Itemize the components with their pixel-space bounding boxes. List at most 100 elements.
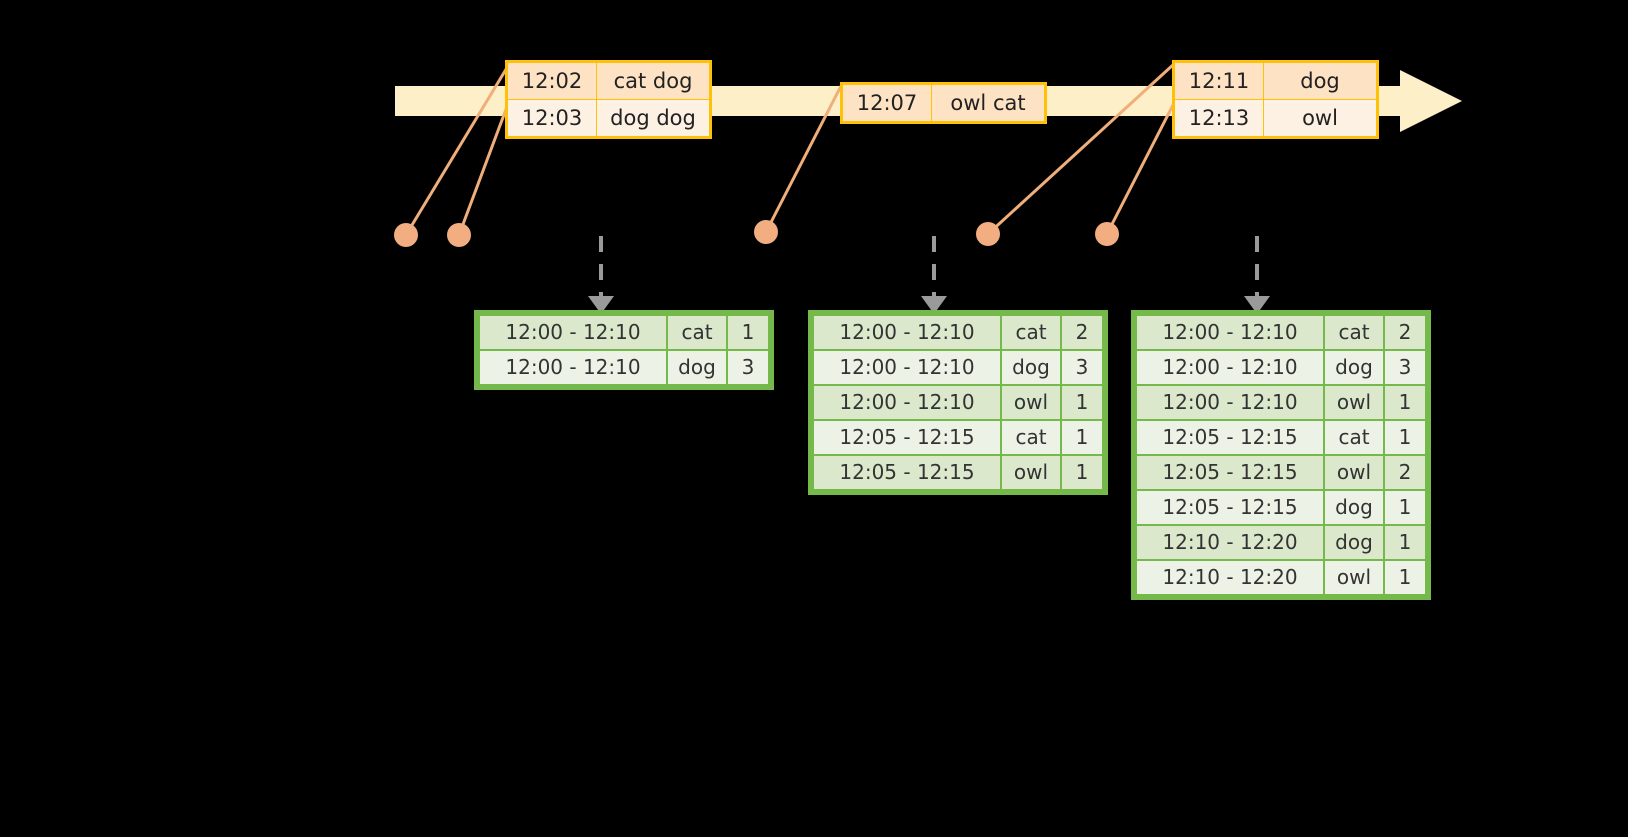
dashed-arrow-stem: [932, 236, 936, 298]
key-cell: owl: [1325, 456, 1383, 489]
connector-line-2: [457, 103, 510, 236]
event-words: dog dog: [596, 99, 711, 138]
key-cell: owl: [1002, 456, 1060, 489]
event-time: 12:07: [841, 83, 932, 123]
event-time: 12:02: [506, 61, 597, 100]
key-cell: dog: [1325, 526, 1383, 559]
key-cell: cat: [1002, 421, 1060, 454]
key-cell: cat: [668, 316, 726, 349]
dashed-arrow-stem: [599, 236, 603, 298]
window-cell: 12:00 - 12:10: [480, 316, 666, 349]
count-cell: 3: [1062, 351, 1102, 384]
count-cell: 1: [1385, 526, 1425, 559]
count-cell: 1: [1385, 386, 1425, 419]
window-cell: 12:05 - 12:15: [1137, 491, 1323, 524]
count-cell: 1: [728, 316, 768, 349]
dashed-arrow-head: [921, 296, 947, 314]
window-cell: 12:05 - 12:15: [814, 421, 1000, 454]
window-cell: 12:00 - 12:10: [814, 316, 1000, 349]
window-cell: 12:00 - 12:10: [1137, 316, 1323, 349]
window-cell: 12:10 - 12:20: [1137, 561, 1323, 594]
event-words: cat dog: [596, 61, 711, 100]
count-cell: 1: [1385, 491, 1425, 524]
window-cell: 12:00 - 12:10: [1137, 351, 1323, 384]
window-cell: 12:00 - 12:10: [814, 351, 1000, 384]
window-cell: 12:05 - 12:15: [1137, 456, 1323, 489]
event-time: 12:11: [1173, 61, 1264, 100]
key-cell: dog: [668, 351, 726, 384]
event-time: 12:03: [506, 99, 597, 138]
count-cell: 2: [1062, 316, 1102, 349]
connector-line-5: [1105, 102, 1176, 235]
event-words: dog: [1263, 61, 1378, 100]
key-cell: owl: [1002, 386, 1060, 419]
dashed-arrow-1-icon: [588, 236, 614, 314]
event-words: owl cat: [931, 83, 1046, 123]
dashed-arrow-3-icon: [1244, 236, 1270, 314]
timeline-arrow-icon: [1400, 70, 1462, 132]
key-cell: cat: [1325, 316, 1383, 349]
count-cell: 1: [1385, 561, 1425, 594]
count-cell: 2: [1385, 316, 1425, 349]
window-cell: 12:00 - 12:10: [480, 351, 666, 384]
connector-group: [394, 62, 1176, 247]
connector-line-3: [764, 85, 843, 233]
connector-dot-2: [447, 223, 471, 247]
count-cell: 1: [1385, 421, 1425, 454]
count-cell: 1: [1062, 386, 1102, 419]
count-cell: 1: [1062, 456, 1102, 489]
count-cell: 1: [1062, 421, 1102, 454]
connector-line-1: [404, 65, 510, 236]
window-cell: 12:05 - 12:15: [1137, 421, 1323, 454]
connector-dot-4: [976, 222, 1000, 246]
connector-dot-3: [754, 220, 778, 244]
connector-dot-1: [394, 223, 418, 247]
window-cell: 12:05 - 12:15: [814, 456, 1000, 489]
dashed-arrow-2-icon: [921, 236, 947, 314]
count-cell: 3: [1385, 351, 1425, 384]
key-cell: dog: [1002, 351, 1060, 384]
dashed-arrow-head: [588, 296, 614, 314]
window-cell: 12:00 - 12:10: [814, 386, 1000, 419]
event-words: owl: [1263, 99, 1378, 138]
key-cell: owl: [1325, 386, 1383, 419]
dashed-arrow-stem: [1255, 236, 1259, 298]
key-cell: dog: [1325, 491, 1383, 524]
connector-dot-5: [1095, 222, 1119, 246]
key-cell: owl: [1325, 561, 1383, 594]
key-cell: cat: [1002, 316, 1060, 349]
event-time: 12:13: [1173, 99, 1264, 138]
window-cell: 12:10 - 12:20: [1137, 526, 1323, 559]
connector-line-4: [986, 62, 1176, 236]
